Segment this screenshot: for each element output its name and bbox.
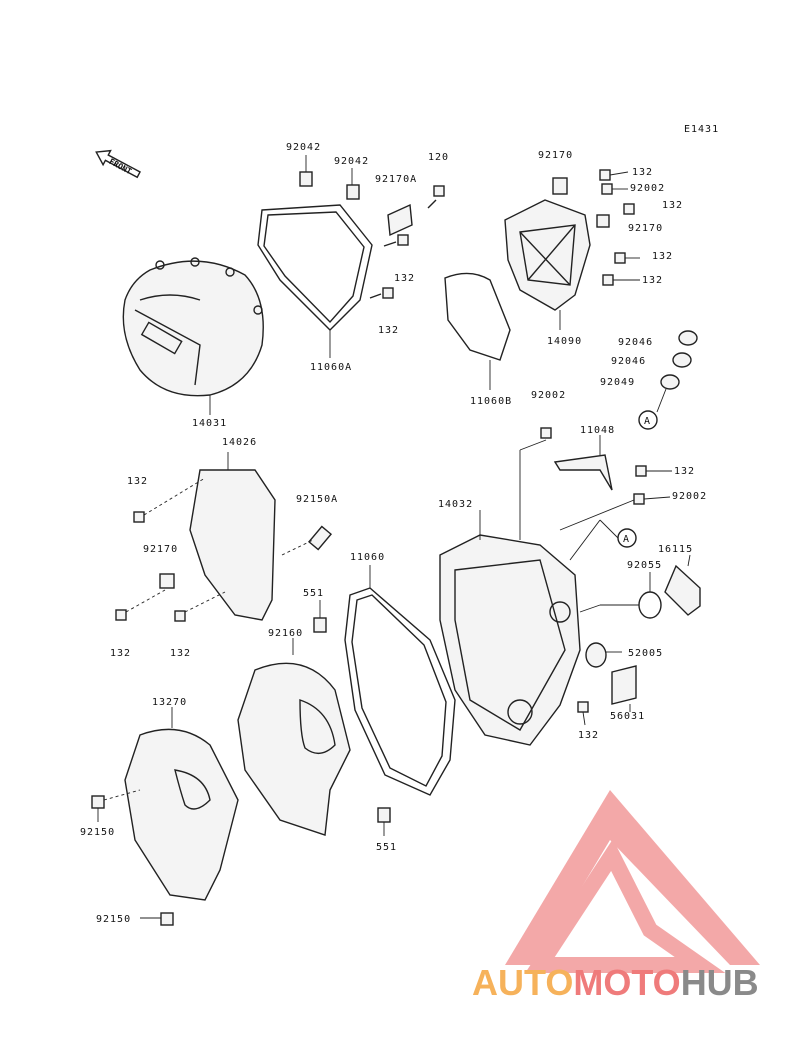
- label-56031: 56031: [610, 711, 645, 722]
- label-551-a: 551: [303, 588, 324, 599]
- label-132-a: 132: [394, 273, 415, 284]
- label-92160: 92160: [268, 628, 303, 639]
- bolt-132-j: [635, 465, 672, 477]
- dowel-92042-b: [346, 184, 360, 200]
- bolt-132-h: [115, 589, 166, 621]
- dowel-551-b: [377, 807, 391, 823]
- bolt-92002-c: [559, 493, 671, 531]
- label-11060A: 11060A: [310, 362, 352, 373]
- generator-cover-14031: [122, 257, 264, 415]
- seal-52005: [585, 642, 607, 668]
- watermark-part-auto: AUTO: [472, 962, 573, 1003]
- label-92042-a: 92042: [286, 142, 321, 153]
- oring-92055: [638, 591, 662, 619]
- label-92170-b: 92170: [628, 223, 663, 234]
- label-14031: 14031: [192, 418, 227, 429]
- label-92046-a: 92046: [618, 337, 653, 348]
- label-120: 120: [428, 152, 449, 163]
- label-92170-a: 92170: [538, 150, 573, 161]
- label-11060: 11060: [350, 552, 385, 563]
- bolt-132-k: [577, 701, 589, 726]
- label-92046-b: 92046: [611, 356, 646, 367]
- bolt-132-c: [599, 169, 629, 181]
- label-92150-b: 92150: [96, 914, 131, 925]
- bolt-120: [427, 185, 445, 209]
- label-132-f: 132: [642, 275, 663, 286]
- bolt-132-i: [174, 591, 226, 622]
- bracket-92170-b: [596, 214, 610, 228]
- seal-92046-b: [672, 352, 692, 368]
- label-11060B: 11060B: [470, 396, 512, 407]
- label-92170A: 92170A: [375, 174, 417, 185]
- label-132-b: 132: [378, 325, 399, 336]
- ref-a-circle-1: [638, 410, 658, 430]
- bolt-132-e: [614, 252, 640, 264]
- label-14032: 14032: [438, 499, 473, 510]
- label-551-b: 551: [376, 842, 397, 853]
- diagram-code: E1431: [684, 124, 719, 135]
- cover-14026: [189, 452, 276, 621]
- label-132-d: 132: [662, 200, 683, 211]
- label-92049: 92049: [600, 377, 635, 388]
- label-92002-b: 92002: [531, 390, 566, 401]
- label-132-j: 132: [674, 466, 695, 477]
- label-132-i: 132: [170, 648, 191, 659]
- label-11048: 11048: [580, 425, 615, 436]
- label-92002-a: 92002: [630, 183, 665, 194]
- label-92150-a: 92150: [80, 827, 115, 838]
- bolt-132-g: [133, 477, 206, 523]
- label-132-e: 132: [652, 251, 673, 262]
- cover-13270: [124, 707, 239, 901]
- bolt-132-a: [383, 234, 409, 247]
- label-92150A: 92150A: [296, 494, 338, 505]
- label-16115: 16115: [658, 544, 693, 555]
- plate-92160: [237, 638, 351, 836]
- label-14026: 14026: [222, 437, 257, 448]
- label-56031: [611, 665, 637, 705]
- bracket-11048: [553, 454, 613, 491]
- collar-92150A: [281, 525, 333, 556]
- gasket-11060B: [444, 272, 511, 390]
- watermark-part-hub: HUB: [681, 962, 759, 1003]
- label-92042-b: 92042: [334, 156, 369, 167]
- washer-92049: [660, 374, 680, 390]
- bolt-92150-b: [140, 912, 174, 926]
- label-92002-c: 92002: [672, 491, 707, 502]
- front-arrow-icon: FRONT: [95, 149, 141, 179]
- label-132-h: 132: [110, 648, 131, 659]
- clutch-cover-14032: [439, 510, 581, 746]
- label-92170-c: 92170: [143, 544, 178, 555]
- bolt-92002-b: [519, 427, 552, 540]
- label-13270: 13270: [152, 697, 187, 708]
- watermark-text: AUTOMOTOHUB: [472, 962, 759, 1003]
- cover-14090: [504, 199, 591, 330]
- plug-16115: [664, 564, 701, 616]
- bracket-92170-a: [552, 177, 568, 195]
- bolt-132-d: [623, 203, 635, 215]
- front-label: FRONT: [108, 157, 134, 176]
- gasket-11060: [344, 565, 456, 796]
- bolt-132-b: [369, 287, 394, 299]
- bracket-92170-c: [159, 573, 175, 589]
- label-14090: 14090: [547, 336, 582, 347]
- dowel-551-a: [313, 617, 327, 633]
- bolt-92150-a: [91, 789, 141, 822]
- label-ref-a-1: A: [644, 416, 651, 427]
- label-52005: 52005: [628, 648, 663, 659]
- seal-92046-a: [678, 330, 698, 346]
- dowel-92042-a: [299, 171, 313, 187]
- label-132-k: 132: [578, 730, 599, 741]
- gasket-11060A: [257, 204, 373, 358]
- label-ref-a-2: A: [623, 534, 630, 545]
- bolt-132-f: [602, 274, 640, 286]
- label-132-c: 132: [632, 167, 653, 178]
- label-132-g: 132: [127, 476, 148, 487]
- watermark-logo-icon: [505, 790, 760, 973]
- bracket-92170A: [387, 203, 413, 237]
- label-92055: 92055: [627, 560, 662, 571]
- bolt-92002-a: [601, 183, 628, 195]
- watermark-part-moto: MOTO: [573, 962, 680, 1003]
